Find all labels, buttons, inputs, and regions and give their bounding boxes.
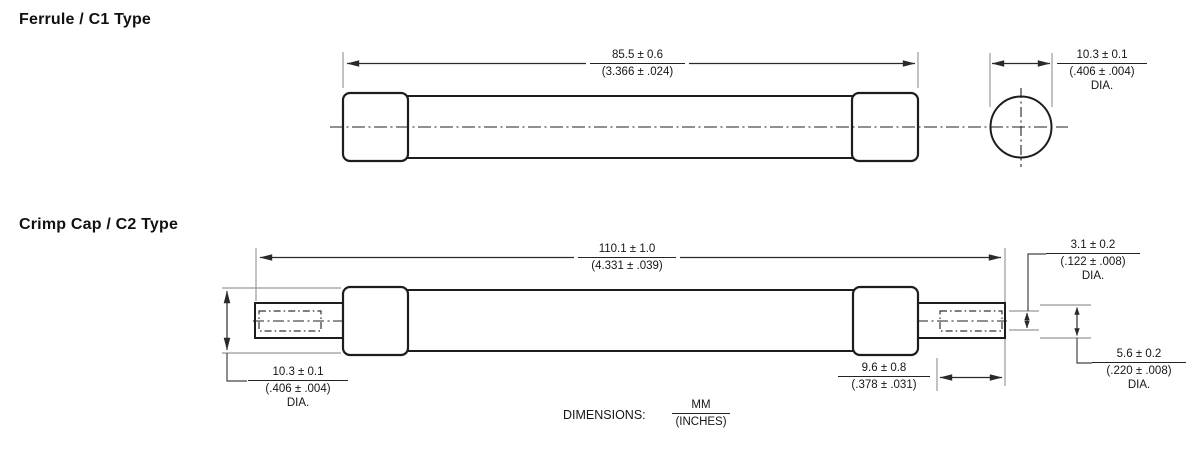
dimension-inches: (.406 ± .004): [265, 382, 331, 395]
crimp-pin-left-hidden-detail: [258, 310, 322, 332]
fuse-body: [347, 289, 916, 352]
crimp-cap-c2-figure: [222, 248, 1092, 391]
dimension-suffix: DIA.: [1090, 79, 1114, 92]
dimension-suffix: DIA.: [286, 396, 310, 409]
leader-line-cap-diameter: [226, 353, 247, 382]
dimension-label-c2-pin-outer-diameter: 5.6 ± 0.2 (.220 ± .008) DIA.: [1092, 348, 1186, 392]
fuse-body: [347, 95, 915, 159]
dimension-inches: (4.331 ± .039): [591, 259, 663, 272]
dimension-mm: 9.6 ± 0.8: [838, 362, 930, 377]
dimension-inches: (3.366 ± .024): [601, 65, 674, 78]
dimension-suffix: DIA.: [1081, 269, 1105, 282]
dimension-inches: (.406 ± .004): [1069, 65, 1135, 78]
ferrule-c1-figure: [330, 52, 1068, 167]
dimension-mm: 85.5 ± 0.6: [590, 49, 685, 64]
dimension-label-c2-overall-length: 110.1 ± 1.0 (4.331 ± .039): [578, 243, 676, 273]
dimension-label-c1-overall-length: 85.5 ± 0.6 (3.366 ± .024): [590, 49, 685, 79]
dimension-mm: 5.6 ± 0.2: [1092, 348, 1186, 363]
dimension-inches: (.122 ± .008): [1060, 255, 1126, 268]
dimension-inches: (.378 ± .031): [851, 378, 917, 391]
dimension-inches: (.220 ± .008): [1106, 364, 1172, 377]
dimension-label-c2-cap-diameter: 10.3 ± 0.1 (.406 ± .004) DIA.: [248, 366, 348, 410]
units-inches: (INCHES): [675, 415, 727, 428]
dimension-label-c2-crimp-length: 9.6 ± 0.8 (.378 ± .031): [838, 362, 930, 392]
dimension-mm: 10.3 ± 0.1: [1057, 49, 1147, 64]
dimensions-units-fraction: MM (INCHES): [672, 399, 730, 429]
section-title-crimp-cap-c2: Crimp Cap / C2 Type: [19, 216, 179, 233]
dimensions-units-caption: DIMENSIONS:: [563, 408, 646, 422]
dimension-mm: 110.1 ± 1.0: [578, 243, 676, 258]
section-title-ferrule-c1: Ferrule / C1 Type: [19, 11, 152, 28]
crimp-pin-right-hidden-detail: [939, 310, 1003, 332]
dimension-mm: 3.1 ± 0.2: [1046, 239, 1140, 254]
units-mm: MM: [672, 399, 730, 414]
dimension-label-c1-diameter: 10.3 ± 0.1 (.406 ± .004) DIA.: [1057, 49, 1147, 93]
crimp-cap-right: [851, 285, 920, 357]
dimension-suffix: DIA.: [1127, 378, 1151, 391]
leader-line-pin-inner-diameter: [1027, 253, 1046, 311]
crimp-cap-left: [341, 285, 410, 357]
leader-line-pin-outer-diameter: [1076, 338, 1092, 364]
dimension-label-c2-pin-inner-diameter: 3.1 ± 0.2 (.122 ± .008) DIA.: [1046, 239, 1140, 283]
dimension-mm: 10.3 ± 0.1: [248, 366, 348, 381]
